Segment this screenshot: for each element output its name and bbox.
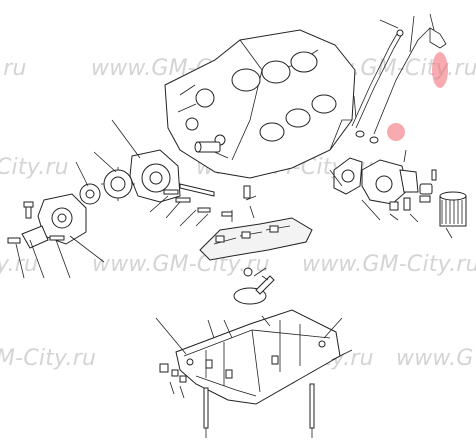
watermark: www.GM-City.ru [302,252,476,277]
oil-pickup-icon [233,267,275,305]
bolt-icon [179,183,257,201]
oil-pump-icon [21,119,181,249]
highlight-marker [432,52,448,88]
watermark-tail: .ru [0,56,27,81]
highlight-marker [387,123,405,141]
watermark-tail: M-City.ru [0,346,97,371]
watermark-head: www.G [396,346,474,371]
oil-pan-icon [155,309,353,405]
engine-block-icon [164,29,356,179]
watermark: www.GM-City.ru [92,252,270,277]
watermark-tail: City.ru [0,155,69,180]
oil-dipstick-icon [351,13,447,144]
bolt-icon [159,363,315,438]
bolt-icon [7,189,233,279]
oil-pan-baffle [199,205,313,261]
oil-filter-icon [329,149,467,239]
